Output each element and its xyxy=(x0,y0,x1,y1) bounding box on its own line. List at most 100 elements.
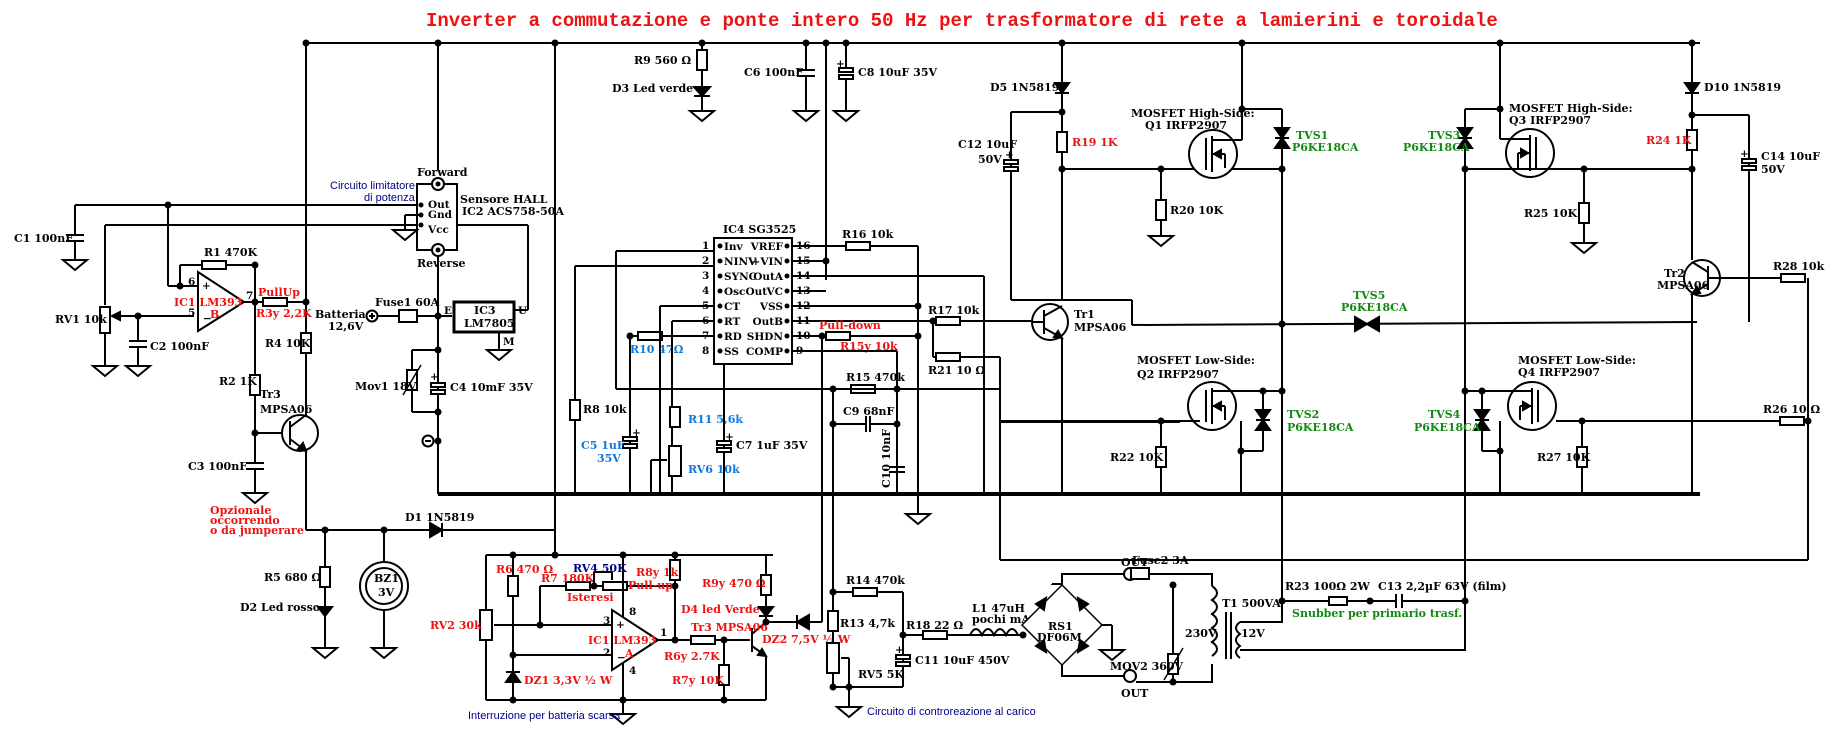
ic4-pin-dot xyxy=(717,243,723,249)
r8-label: R8 10k xyxy=(583,403,627,416)
ic4-pin-number: 1 xyxy=(702,240,709,252)
rv6-potentiometer[interactable] xyxy=(650,445,682,494)
ic4-pin-name: Inv xyxy=(724,241,744,253)
ic1a-label: IC1 LM393 xyxy=(588,634,656,647)
q2-sublabel: Q2 IRFP2907 xyxy=(1137,368,1219,381)
d1-diode xyxy=(429,521,444,539)
ic4-label: IC4 SG3525 xyxy=(723,223,796,236)
r9y-label: R9y 470 Ω xyxy=(702,577,766,590)
dz1-label: DZ1 3,3V ½ W xyxy=(524,674,613,687)
q3-label: MOSFET High-Side: xyxy=(1509,102,1633,115)
battery-positive-terminal[interactable] xyxy=(365,309,379,323)
optional-note-2: occorrendo xyxy=(210,514,280,527)
rv2-potentiometer[interactable] xyxy=(479,609,540,641)
rv4-label: RV4 50K xyxy=(573,562,627,575)
out-terminal-bottom[interactable] xyxy=(1123,669,1137,683)
r22-label: R22 10K xyxy=(1110,451,1164,464)
r6y-label: R6y 2.7K xyxy=(664,650,720,663)
c14-capacitor: + xyxy=(1740,148,1757,171)
r19-label: R19 1K xyxy=(1072,136,1118,149)
d3-label: D3 Led verde xyxy=(612,82,693,95)
ic4-pin-dot xyxy=(717,303,723,309)
ic4-pin-name: RD xyxy=(724,331,742,343)
rv4-potentiometer[interactable] xyxy=(593,571,628,591)
rv5-label: RV5 5K xyxy=(858,668,904,681)
c1-label: C1 100nF xyxy=(14,232,73,245)
reverse-label: Reverse xyxy=(417,257,466,270)
l1-label: L1 47uH xyxy=(972,602,1025,615)
pullup-label: PullUp xyxy=(258,286,300,299)
ic1b-pin-minus: 5 xyxy=(188,307,195,319)
ic4-pin-name: COMP xyxy=(746,346,783,358)
c8-capacitor: + xyxy=(833,43,859,122)
svg-text:+: + xyxy=(202,280,211,292)
svg-text:+: + xyxy=(895,644,904,656)
q4-sublabel: Q4 IRFP2907 xyxy=(1518,366,1600,379)
r28-label: R28 10k xyxy=(1773,260,1825,273)
ic4-pin-name: VREF xyxy=(750,241,784,253)
power-limiter-note-1: Circuito limitatore xyxy=(330,180,415,192)
d1-label: D1 1N5819 xyxy=(405,511,474,524)
rv5-potentiometer[interactable] xyxy=(826,642,850,687)
tvs1-label: TVS1 xyxy=(1296,129,1328,142)
c13-label: C13 2,2µF 63V (film) xyxy=(1378,580,1507,593)
ic4-pwm-controller xyxy=(713,237,793,365)
ic4-pin-name: NINV xyxy=(724,256,757,268)
tvs1-diode xyxy=(1273,127,1291,149)
ic3-sublabel: LM7805 xyxy=(464,317,515,330)
positive-rail xyxy=(302,39,1700,47)
ic1b-label: IC1 LM393 xyxy=(174,296,242,309)
c7-label: C7 1uF 35V xyxy=(736,439,808,452)
r1-label: R1 470K xyxy=(204,246,258,259)
tvs4-label: TVS4 xyxy=(1428,408,1461,421)
r18-label: R18 22 Ω xyxy=(906,619,963,632)
ic4-pin-dot xyxy=(717,258,723,264)
ic1b-sublabel: B xyxy=(210,308,219,321)
ic1a-comparator: +− xyxy=(611,608,660,672)
c11-label: C11 10uF 450V xyxy=(915,654,1010,667)
fuse1 xyxy=(398,309,418,323)
r20-label: R20 10K xyxy=(1170,204,1224,217)
svg-text:+: + xyxy=(1005,149,1014,161)
tr1-label: Tr1 xyxy=(1074,308,1095,321)
ic1b-pin-out: 7 xyxy=(246,290,253,302)
battery-negative-terminal[interactable] xyxy=(421,434,435,448)
svg-text:−: − xyxy=(203,313,212,325)
tr1-sublabel: MPSA06 xyxy=(1074,321,1127,334)
tvs3-sublabel: P6KE18CA xyxy=(1403,141,1470,154)
ic1a-sublabel: A xyxy=(624,647,634,660)
svg-text:+: + xyxy=(616,619,625,631)
q1-label: MOSFET High-Side: xyxy=(1131,107,1255,120)
c6-label: C6 100nF xyxy=(744,66,803,79)
ic1a-pin-plus: 3 xyxy=(603,615,610,627)
r4-label: R4 10K xyxy=(265,337,311,350)
tvs5-diode xyxy=(1354,315,1380,333)
load-feedback-note: Circuito di controreazione al carico xyxy=(867,706,1036,718)
t1-secondary-label: 12V xyxy=(1241,627,1265,640)
svg-text:+: + xyxy=(430,371,439,383)
mov1-varistor xyxy=(402,364,422,396)
svg-text:+: + xyxy=(1740,148,1749,160)
r2-label: R2 1K xyxy=(219,375,257,388)
r26-label: R26 10 Ω xyxy=(1763,403,1820,416)
ic4-pin-dot xyxy=(784,258,790,264)
l1-sublabel: pochi mA xyxy=(972,613,1030,626)
svg-text:+: + xyxy=(725,431,734,443)
c5-capacitor: + xyxy=(622,427,641,449)
c10-label: C10 10nF xyxy=(880,429,893,488)
c12-capacitor: + xyxy=(1003,149,1019,172)
ic2-pin-vcc: Vcc xyxy=(427,224,449,236)
tvs5-label: TVS5 xyxy=(1353,289,1385,302)
r5-label: R5 680 Ω xyxy=(264,571,321,584)
batteria-sublabel: 12,6V xyxy=(328,320,364,333)
ic2-pin-gnd: Gnd xyxy=(428,209,453,221)
d4-label: D4 led Verde xyxy=(681,603,760,616)
ic4-pin-name: SYNC xyxy=(724,271,757,283)
c3-capacitor xyxy=(242,433,268,504)
tr3-bottom-label: Tr3 MPSA06 xyxy=(691,621,768,634)
ic1b-comparator: +− xyxy=(197,270,246,333)
power-limiter-note-2: di potenza xyxy=(364,192,416,204)
svg-text:+: + xyxy=(632,427,641,439)
c14-sublabel: 50V xyxy=(1761,163,1785,176)
ic2-pin-out: Out xyxy=(428,199,450,211)
